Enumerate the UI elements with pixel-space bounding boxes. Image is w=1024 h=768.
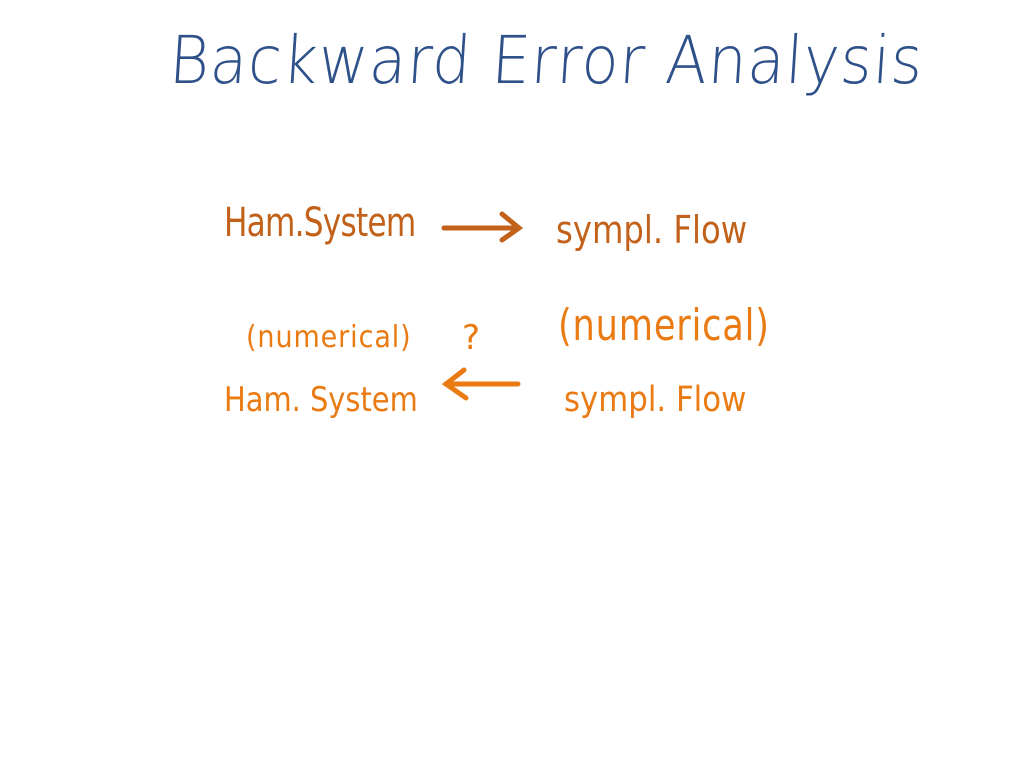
numerical-qualifier-left: (numerical): [246, 320, 412, 355]
numerical-qualifier-right: (numerical): [558, 300, 770, 351]
numerical-ham-system-label: Ham. System: [224, 380, 418, 420]
left-arrow-icon: [441, 367, 521, 401]
ham-system-label: Ham.System: [224, 200, 416, 246]
numerical-sympl-flow-label: sympl. Flow: [564, 380, 747, 420]
question-mark: ?: [462, 318, 481, 358]
right-arrow-icon: [441, 211, 524, 243]
sympl-flow-label: sympl. Flow: [556, 208, 748, 252]
